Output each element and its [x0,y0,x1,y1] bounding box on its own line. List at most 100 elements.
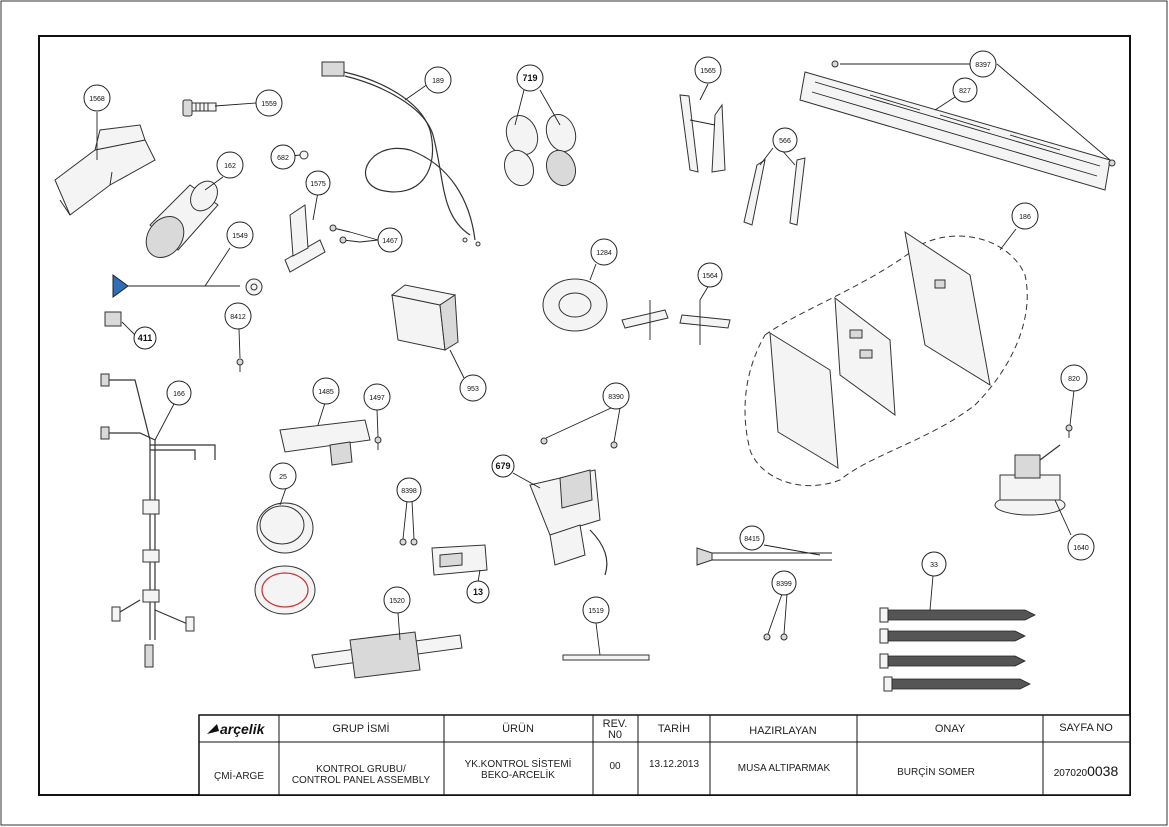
part-162 [145,180,219,258]
balloon-13: 13 [466,580,490,604]
balloon-8390: 8390 [602,382,630,410]
balloon-label: 566 [779,138,791,145]
balloon-label: 186 [1019,214,1031,221]
part-1467 [329,224,361,244]
header-page-no: SAYFA NO [1059,722,1113,734]
balloon-162: 162 [216,151,244,179]
part-1519 [562,654,650,661]
balloon-1485: 1485 [312,377,340,405]
balloon-label: 1640 [1073,545,1089,552]
balloon-label: 162 [224,163,236,170]
balloon-label: 1568 [89,96,105,103]
part-25 [254,502,316,615]
part-8415 [696,547,832,566]
group-name-line1: KONTROL GRUBU/ [316,764,406,775]
balloon-label: 1575 [310,181,326,188]
balloon-label: 166 [173,391,185,398]
balloon-label: 189 [432,78,444,85]
product-line1: YK.KONTROL SİSTEMİ [465,757,572,770]
balloon-1559: 1559 [255,89,283,117]
balloon-label: 953 [467,386,479,393]
balloon-label: 1565 [700,68,716,75]
balloon-189: 189 [424,66,452,94]
balloon-label: 1485 [318,389,334,396]
balloon-label: 8412 [230,314,246,321]
balloon-label: 1549 [232,233,248,240]
balloons: 1568 1559 189 719 1565 8397 827 682 162 … [83,50,1095,624]
org-name: ÇMİ-ARGE [214,769,264,782]
balloon-719: 719 [516,64,544,92]
balloon-label: 25 [279,474,287,481]
part-166-harness [100,373,216,668]
balloon-label: 679 [495,461,510,471]
header-date: TARİH [658,722,690,735]
header-approval: ONAY [935,723,966,735]
header-prepared: HAZIRLAYAN [749,725,816,737]
balloon-label: 8415 [744,536,760,543]
balloon-label: 8399 [776,581,792,588]
header-rev-line1: REV. [603,718,628,730]
header-rev-line2: N0 [608,729,622,741]
page-number-suffix: 0038 [1087,763,1118,779]
part-189 [321,61,481,247]
balloon-1467: 1467 [377,227,403,253]
part-827-rail [799,60,1116,191]
part-1559 [182,99,217,117]
balloon-25: 25 [269,462,297,490]
balloon-label: 827 [959,88,971,95]
part-953 [390,284,459,351]
balloon-1568: 1568 [83,84,111,112]
title-block: arçelik GRUP İSMİ ÜRÜN REV. N0 TARİH HAZ… [198,714,1131,796]
balloon-label: 13 [473,587,483,597]
part-1549 [112,274,263,298]
part-1568 [54,124,156,216]
part-8412 [236,358,244,372]
part-1485 [279,419,371,466]
part-1565 [679,94,726,173]
balloon-1565: 1565 [694,56,722,84]
part-8390 [540,437,618,449]
balloon-label: 820 [1068,376,1080,383]
part-8398 [399,538,418,546]
balloon-186: 186 [1011,202,1039,230]
balloon-33: 33 [921,551,947,577]
balloon-1549: 1549 [226,221,254,249]
balloon-label: 1284 [596,250,612,257]
part-682 [299,150,309,160]
approved-by-value: BURÇİN SOMER [897,765,975,778]
balloon-label: 33 [930,562,938,569]
balloon-953: 953 [459,374,487,402]
product-line2: BEKO-ARCELİK [481,768,555,781]
header-group: GRUP İSMİ [332,722,389,735]
logo-text: arçelik [220,721,266,737]
balloon-label: 8397 [975,62,991,69]
part-186-pcb-group [744,230,1028,487]
balloon-820: 820 [1060,364,1088,392]
balloon-827: 827 [952,77,978,103]
part-1575 [284,204,326,273]
part-820 [1065,424,1073,438]
part-1284 [542,278,608,332]
balloon-label: 1467 [382,238,398,245]
balloon-label: 1564 [702,273,718,280]
group-name-line2: CONTROL PANEL ASSEMBLY [292,775,431,786]
balloon-1519: 1519 [582,596,610,624]
balloon-8397: 8397 [969,50,997,78]
page-number-prefix: 207020 [1054,768,1088,779]
balloon-8398: 8398 [396,477,422,503]
balloon-label: 1559 [261,101,277,108]
balloon-566: 566 [772,127,798,153]
part-13 [431,544,488,576]
page-number: 2070200038 [1054,763,1119,779]
balloon-1640: 1640 [1067,533,1095,561]
balloon-8412: 8412 [224,302,252,330]
header-product: ÜRÜN [502,723,534,735]
part-1497 [374,436,382,450]
balloon-label: 8390 [608,394,624,401]
arcelik-logo-mark [207,724,219,734]
parts-artwork [54,60,1116,692]
balloon-411: 411 [133,326,157,350]
rev-value: 00 [609,761,621,772]
